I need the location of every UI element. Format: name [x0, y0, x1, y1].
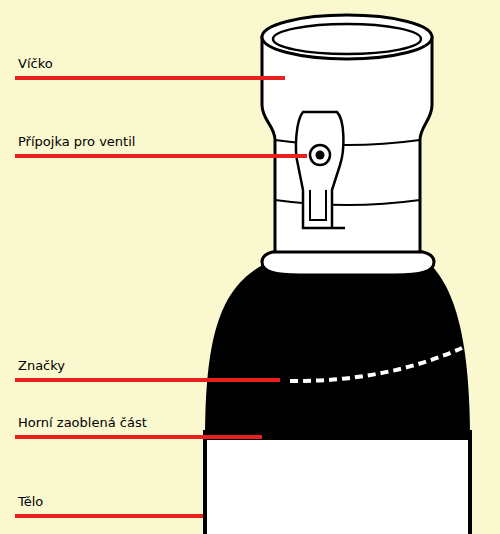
leader-line: [15, 76, 285, 80]
part-label: Značky: [18, 358, 65, 374]
part-label: Horní zaoblená část: [18, 415, 147, 431]
leader-line: [15, 514, 203, 518]
part-label: Tělo: [18, 494, 43, 510]
cap-opening: [273, 24, 421, 54]
marks-dashes: [290, 348, 462, 381]
cylinder-body: [205, 430, 470, 534]
leader-line: [15, 435, 262, 439]
neck-ring: [262, 250, 434, 275]
body-outline: [468, 430, 472, 534]
part-label: Víčko: [18, 56, 53, 72]
part-label: Přípojka pro ventil: [18, 134, 135, 150]
leader-line: [15, 378, 280, 382]
body-outline: [203, 430, 207, 534]
leader-line: [15, 154, 307, 158]
cylinder-shoulder: [205, 262, 470, 440]
valve-port-hole: [316, 151, 325, 160]
cap-body: [262, 37, 432, 252]
valve-port: [310, 145, 330, 165]
cap-collar: [275, 200, 420, 205]
valve-stem: [310, 190, 326, 220]
valve-housing: [296, 112, 345, 228]
cap-rim: [262, 15, 432, 59]
